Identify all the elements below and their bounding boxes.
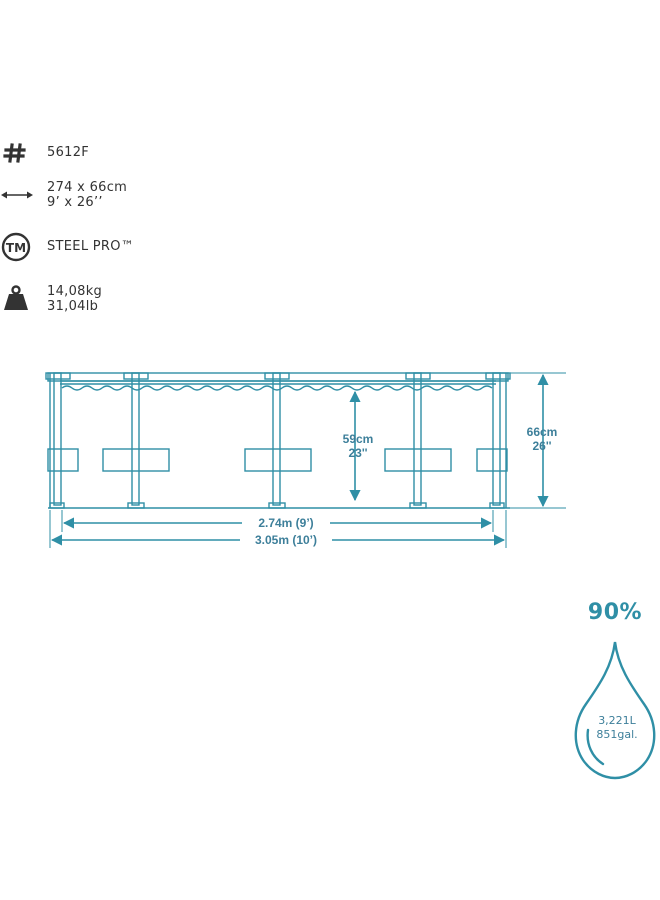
size-metric: 274 x 66cm xyxy=(47,180,128,195)
size-imperial: 9’ x 26’’ xyxy=(47,195,103,210)
model-number: 5612F xyxy=(47,145,90,160)
inner-diameter-label: 2.74m (9’) xyxy=(258,516,313,530)
water-depth-metric-label: 59cm xyxy=(343,432,374,446)
hash-icon xyxy=(3,143,26,163)
capacity-gallons: 851gal. xyxy=(596,728,637,741)
outer-diameter-label: 3.05m (10’) xyxy=(255,533,317,547)
weight-imperial: 31,04lb xyxy=(47,299,99,314)
spec-brand: TM STEEL PRO™ xyxy=(0,231,300,265)
height-metric-label: 66cm xyxy=(527,425,558,439)
water-capacity: 90% 3,221L 851gal. xyxy=(570,600,660,780)
leg-supports xyxy=(47,448,508,472)
brand-name: STEEL PRO™ xyxy=(47,239,135,254)
pool-legs xyxy=(45,372,511,509)
fill-percent: 90% xyxy=(587,600,643,625)
spec-size: 274 x 66cm 9’ x 26’’ xyxy=(0,178,300,214)
water-drop-icon: 3,221L 851gal. xyxy=(574,641,656,780)
svg-text:TM: TM xyxy=(6,241,26,255)
capacity-liters: 3,221L xyxy=(598,714,636,727)
weight-metric: 14,08kg xyxy=(47,284,103,299)
spec-weight: 14,08kg 31,04lb xyxy=(0,282,300,318)
water-depth-imperial-label: 23'' xyxy=(348,446,367,460)
weight-icon xyxy=(4,285,28,310)
pool-top-rail xyxy=(47,372,509,382)
trademark-icon: TM xyxy=(1,232,31,262)
water-surface-wave xyxy=(61,385,493,391)
spec-model: 5612F xyxy=(0,140,300,170)
height-imperial-label: 26'' xyxy=(532,439,551,453)
double-arrow-icon xyxy=(1,191,33,199)
pool-side-view-diagram: 59cm 23'' 66cm 26'' 2.74m (9’) 3.05m (10… xyxy=(45,372,566,548)
